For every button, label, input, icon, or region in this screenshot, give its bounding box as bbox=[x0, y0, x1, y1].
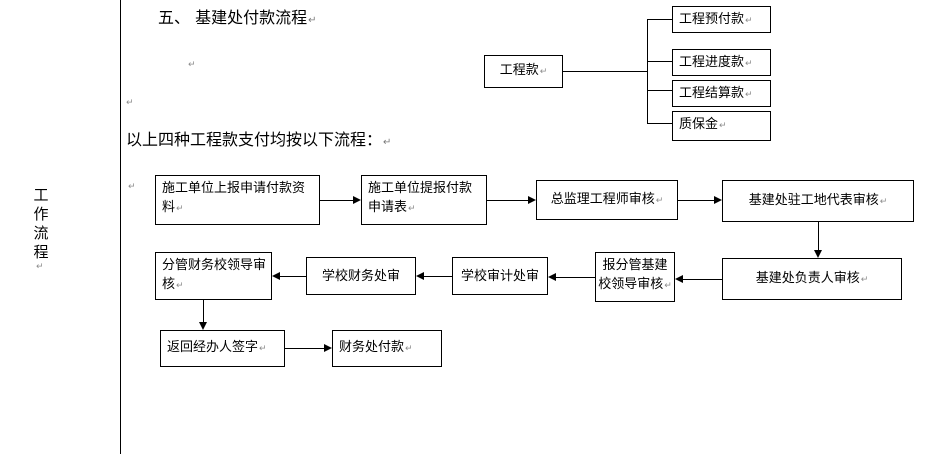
flow-node-row2-2[interactable]: 学校财务处审 bbox=[306, 257, 416, 295]
flow-label-row3-2: 财务处付款 bbox=[339, 340, 405, 355]
flow-label-row2-4: 报分管基建校领导审核 bbox=[598, 258, 668, 292]
flow-node-row2-5[interactable]: 基建处负责人审核↵ bbox=[722, 258, 902, 300]
tree-child-label-3: 工程结算款 bbox=[679, 86, 745, 101]
flow-arrowhead-r1-1-2 bbox=[353, 196, 361, 204]
flow-node-row2-1[interactable]: 分管财务校领导审核↵ bbox=[155, 252, 272, 300]
tree-child-pilcrow-1: ↵ bbox=[745, 16, 753, 26]
flow-arrowhead-r1-4-down bbox=[814, 250, 822, 258]
flow-connector-r2-4-3 bbox=[556, 277, 595, 278]
flow-connector-r2-5-4 bbox=[683, 279, 722, 280]
tree-branch-1 bbox=[647, 19, 672, 20]
flow-pilcrow-row1-2: ↵ bbox=[408, 204, 416, 214]
tree-child-node-1[interactable]: 工程预付款↵ bbox=[672, 6, 771, 33]
flow-arrowhead-r3-1-2 bbox=[324, 344, 332, 352]
tree-root-pilcrow: ↵ bbox=[539, 67, 548, 77]
tree-branch-4 bbox=[647, 123, 672, 124]
flow-node-row3-2[interactable]: 财务处付款↵ bbox=[332, 330, 442, 367]
flow-arrowhead-r2-3-2 bbox=[416, 272, 424, 280]
column-divider bbox=[120, 0, 121, 454]
flow-arrowhead-r1-2-3 bbox=[528, 196, 536, 204]
flow-label-row1-2: 施工单位提报付款申请表 bbox=[368, 181, 473, 215]
tree-child-label-4: 质保金 bbox=[679, 117, 719, 132]
page-heading: 五、 基建处付款流程↵ bbox=[158, 8, 316, 31]
flow-connector-r1-4-down bbox=[818, 222, 819, 250]
flow-arrowhead-r2-2-1 bbox=[272, 272, 280, 280]
side-label-workflow: 工 作 流 程 bbox=[33, 186, 49, 261]
flow-pilcrow-row3-2: ↵ bbox=[405, 344, 413, 354]
tree-branch-3 bbox=[647, 90, 672, 91]
flow-connector-r1-3-4 bbox=[678, 200, 714, 201]
flow-arrowhead-r2-5-4 bbox=[675, 275, 683, 283]
flow-label-row1-4: 基建处驻工地代表审核 bbox=[748, 192, 879, 208]
flow-pilcrow-row1-4: ↵ bbox=[879, 196, 888, 207]
flow-connector-r1-2-3 bbox=[487, 200, 528, 201]
flow-node-row3-1[interactable]: 返回经办人签字↵ bbox=[160, 330, 285, 367]
side-label-pilcrow: ↵ bbox=[36, 262, 44, 272]
flow-label-row2-1: 分管财务校领导审核 bbox=[162, 258, 267, 292]
flow-pilcrow-row2-1: ↵ bbox=[176, 281, 184, 291]
flow-pilcrow-row2-5: ↵ bbox=[860, 274, 869, 285]
flow-connector-r1-1-2 bbox=[320, 200, 353, 201]
tree-root-node[interactable]: 工程款↵ bbox=[484, 55, 563, 88]
tree-child-node-4[interactable]: 质保金↵ bbox=[672, 111, 771, 141]
tree-child-pilcrow-3: ↵ bbox=[745, 90, 753, 100]
flow-pilcrow-row1-3: ↵ bbox=[655, 195, 664, 206]
flow-connector-r2-1-down bbox=[203, 300, 204, 322]
flow-pilcrow-row2-4: ↵ bbox=[664, 281, 672, 291]
heading-pilcrow: ↵ bbox=[308, 15, 317, 26]
flow-pilcrow-row3-1: ↵ bbox=[259, 344, 267, 354]
flow-label-row2-5: 基建处负责人审核 bbox=[755, 270, 860, 286]
flow-connector-r2-3-2 bbox=[424, 276, 452, 277]
flow-arrowhead-r2-4-3 bbox=[548, 273, 556, 281]
blank-line-pilcrow-2: ↵ bbox=[126, 98, 134, 108]
flow-connector-r3-1-2 bbox=[285, 348, 324, 349]
flow-label-row2-3: 学校审计处审 bbox=[460, 268, 539, 284]
flow-node-row1-2[interactable]: 施工单位提报付款申请表↵ bbox=[361, 175, 487, 225]
intro-text-value: 以上四种工程款支付均按以下流程： bbox=[126, 130, 383, 149]
flow-label-row2-2: 学校财务处审 bbox=[321, 268, 400, 284]
flow-label-row1-1: 施工单位上报申请付款资料 bbox=[162, 181, 306, 215]
tree-spine bbox=[647, 19, 648, 123]
tree-root-connector bbox=[563, 71, 647, 72]
flow-arrowhead-r1-3-4 bbox=[714, 196, 722, 204]
intro-text: 以上四种工程款支付均按以下流程：↵ bbox=[126, 130, 391, 153]
intro-pilcrow: ↵ bbox=[383, 137, 392, 148]
tree-child-pilcrow-2: ↵ bbox=[745, 59, 753, 69]
tree-branch-2 bbox=[647, 61, 672, 62]
tree-child-pilcrow-4: ↵ bbox=[719, 121, 727, 131]
flow-node-row1-3[interactable]: 总监理工程师审核↵ bbox=[536, 180, 678, 220]
flow-pilcrow-row1-1: ↵ bbox=[176, 204, 184, 214]
tree-child-node-2[interactable]: 工程进度款↵ bbox=[672, 49, 771, 76]
tree-child-label-1: 工程预付款 bbox=[679, 12, 745, 27]
flow-node-row2-3[interactable]: 学校审计处审 bbox=[452, 257, 548, 295]
flow-node-row1-1[interactable]: 施工单位上报申请付款资料↵ bbox=[155, 175, 320, 225]
flow-node-row2-4[interactable]: 报分管基建校领导审核↵ bbox=[595, 252, 675, 302]
tree-root-label: 工程款 bbox=[499, 63, 539, 78]
flow-arrowhead-r2-1-down bbox=[199, 322, 207, 330]
flow-connector-r2-2-1 bbox=[280, 276, 306, 277]
page-heading-text: 五、 基建处付款流程 bbox=[158, 8, 308, 27]
flow-row1-pilcrow: ↵ bbox=[128, 182, 136, 192]
blank-line-pilcrow-1: ↵ bbox=[188, 60, 196, 70]
flow-node-row1-4[interactable]: 基建处驻工地代表审核↵ bbox=[722, 180, 914, 222]
tree-child-label-2: 工程进度款 bbox=[679, 55, 745, 70]
tree-child-node-3[interactable]: 工程结算款↵ bbox=[672, 80, 771, 107]
flow-label-row1-3: 总监理工程师审核 bbox=[550, 191, 655, 207]
flow-label-row3-1: 返回经办人签字 bbox=[167, 340, 259, 355]
